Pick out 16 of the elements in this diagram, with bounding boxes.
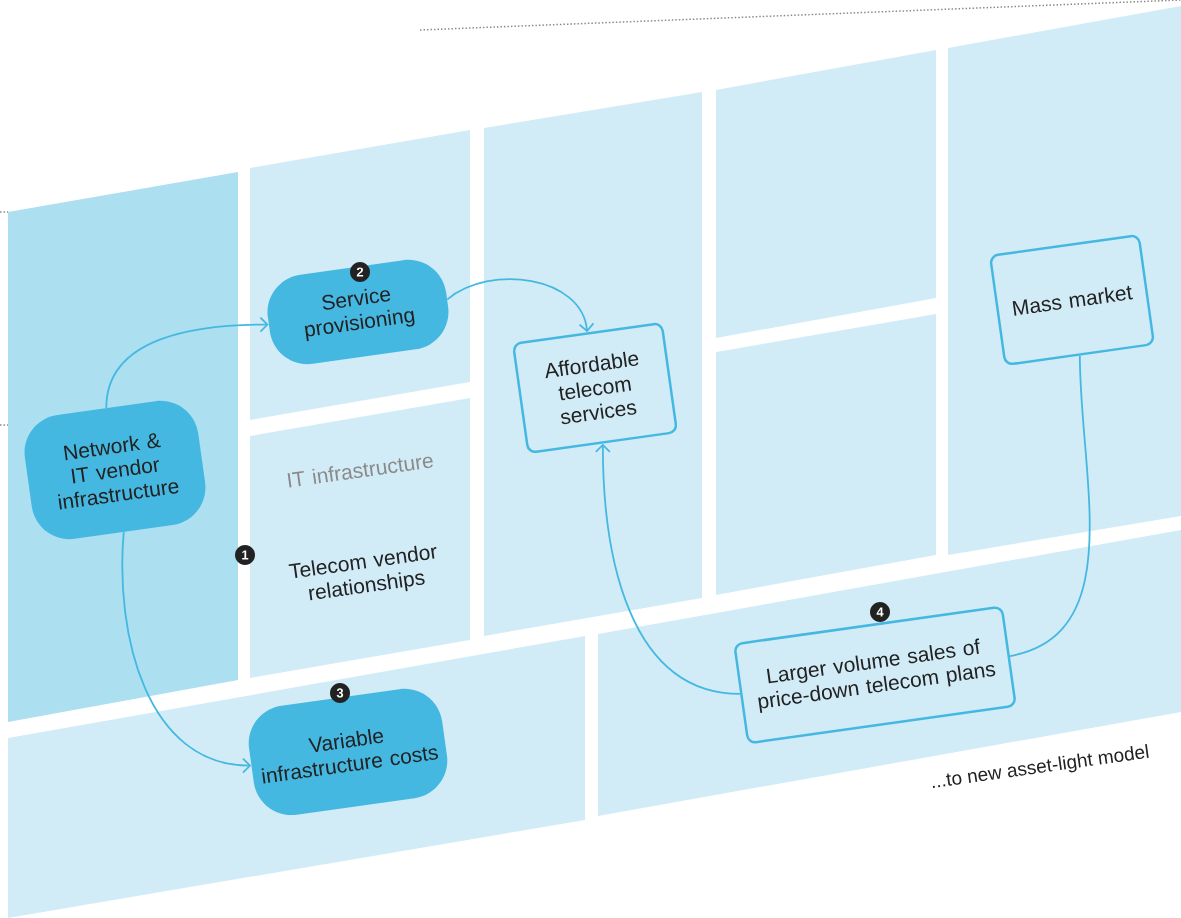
process-blob: Variable infrastructure costs xyxy=(261,729,438,784)
arrow xyxy=(446,278,595,333)
callout-number: 3 xyxy=(330,683,350,703)
callout-number: 4 xyxy=(870,602,890,622)
grid-label: IT infrastructure xyxy=(287,456,433,488)
arrow xyxy=(594,443,741,695)
callout-number: 2 xyxy=(350,262,370,282)
process-box: Affordable telecom services xyxy=(512,322,678,454)
process-blob: Network & IT vendor infrastructure xyxy=(58,433,179,510)
arrow xyxy=(105,316,269,409)
arrow xyxy=(121,531,252,774)
process-blob: Service provisioning xyxy=(304,288,415,342)
process-box: Mass market xyxy=(989,234,1155,366)
callout-number: 1 xyxy=(235,545,255,565)
note-text: ...to new asset-light model xyxy=(932,744,1149,788)
grid-label: Telecom vendor relationships xyxy=(288,545,437,601)
